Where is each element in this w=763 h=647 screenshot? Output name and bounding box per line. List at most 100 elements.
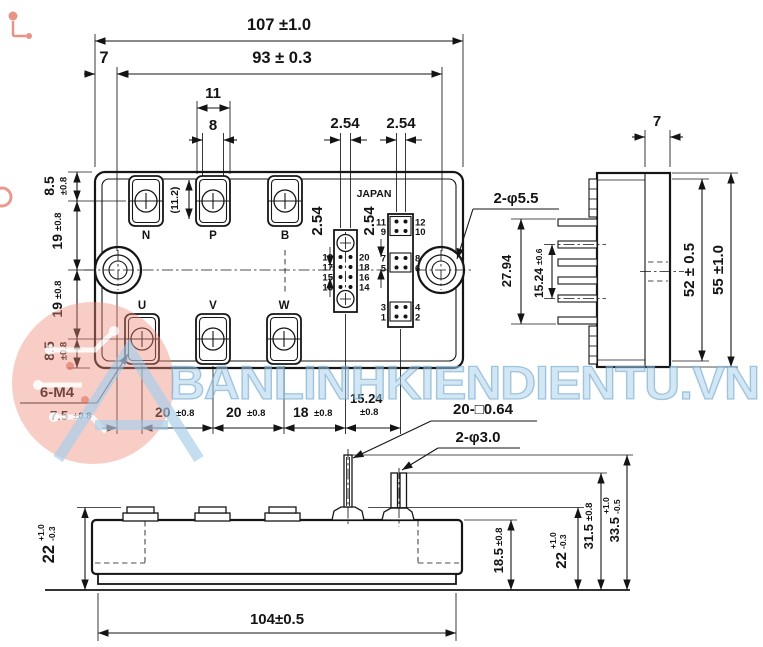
- side-pins: [557, 218, 598, 325]
- pin-label-4: 4: [415, 303, 421, 314]
- dim-case-top-tol: ±0.8: [494, 528, 505, 546]
- dim-row-top-tol: ±0.8: [59, 177, 70, 195]
- dim-guide-span-tol: ±0.6: [534, 248, 544, 265]
- terminal-W: [266, 313, 302, 365]
- dim-body-height: 52 ± 0.5: [681, 243, 698, 297]
- dim-row-lower: 19: [49, 302, 65, 318]
- front-terminal-bump-3: [264, 506, 301, 522]
- dim-pin-h: 31.5: [581, 524, 596, 549]
- pin-label-17: 17: [322, 263, 333, 274]
- pin-label-3: 3: [381, 303, 386, 314]
- pin-label-6: 6: [415, 264, 420, 275]
- dim-terminal-inner: 8: [209, 117, 217, 134]
- pin-label-5: 5: [381, 264, 387, 275]
- dim-v-to-w-tol: ±0.8: [247, 408, 265, 419]
- front-dimensions: 22 +1.0 -0.3 104±0.5 18.5 ±0.8 22 +1.0 -…: [36, 401, 633, 641]
- dim-total-height: 55 ±1.0: [710, 245, 727, 295]
- dim-w-to-c1: 18: [293, 404, 309, 420]
- dim-pitch-top-b: 2.54: [386, 115, 416, 132]
- dim-front-left-tol-p: +1.0: [36, 524, 46, 541]
- terminal-V: [195, 313, 231, 365]
- watermark-corner-glyph-left: [0, 186, 13, 208]
- dim-c1-to-c2: 15.24: [350, 391, 383, 406]
- pin-note: 20-□0.64: [453, 401, 514, 418]
- dim-bump-tol-m: -0.3: [558, 534, 568, 549]
- screw-note: 6-M4: [40, 384, 75, 401]
- pin-label-16: 16: [359, 273, 370, 284]
- watermark-text: BANLINHKIENDIENTU.VN: [169, 356, 759, 409]
- dim-guide-h-tol-m: -0.5: [612, 499, 622, 514]
- terminal-N: [128, 175, 164, 227]
- dim-terminal-depth: (11.2): [169, 187, 181, 214]
- dim-row-upper-tol: ±0.8: [53, 213, 64, 231]
- pin-label-13: 13: [322, 283, 333, 294]
- dim-row-lower-tol: ±0.8: [53, 281, 64, 299]
- dim-bump-h: 22: [553, 552, 570, 569]
- side-terminal-block-top: [588, 178, 598, 218]
- dim-row-upper: 19: [49, 234, 65, 250]
- pin-label-9: 9: [381, 227, 386, 238]
- pin-label-10: 10: [415, 227, 426, 238]
- dim-hole-span: 93 ± 0.3: [252, 49, 312, 67]
- terminal-label-n: N: [142, 230, 150, 242]
- front-guide-pin: [331, 449, 365, 526]
- connector-2: [387, 213, 414, 328]
- dim-guide-span: 15.24: [532, 268, 546, 298]
- front-signal-pins: [381, 468, 415, 527]
- dim-pin-span: 27.94: [499, 254, 514, 287]
- dim-base-length: 104±0.5: [250, 611, 304, 628]
- connector-1: [329, 229, 358, 313]
- dim-u-to-v-tol: ±0.8: [176, 408, 194, 419]
- side-dimensions: 27.94 15.24 ±0.6 7 52 ± 0.5 55 ±1.0: [499, 113, 738, 368]
- pin-label-14: 14: [359, 283, 370, 294]
- side-terminal-block-bottom: [588, 325, 598, 365]
- dim-guide-h: 33.5: [607, 517, 622, 542]
- terminal-label-u: U: [138, 300, 146, 312]
- pin-label-20: 20: [359, 253, 370, 264]
- dim-front-left-h: 22: [40, 545, 58, 563]
- dim-mount-hole: 2-φ5.5: [494, 190, 539, 207]
- dim-front-left-tol-m: -0.3: [47, 526, 57, 541]
- dim-pitch-side-a: 2.54: [309, 206, 326, 236]
- dim-overall-width: 107 ±1.0: [247, 16, 311, 34]
- terminal-label-v: V: [209, 300, 217, 312]
- dim-guide-h-tol-p: +1.0: [601, 497, 611, 514]
- terminal-P: [195, 175, 231, 227]
- watermark: BANLINHKIENDIENTU.VN: [0, 11, 761, 464]
- logo-letter-a: [53, 338, 204, 462]
- dim-bump-tol-p: +1.0: [548, 532, 558, 549]
- terminal-label-b: B: [281, 230, 289, 242]
- side-view: [544, 171, 684, 369]
- plan-view: N P B U V W 1 9 17: [84, 170, 474, 370]
- dim-v-to-w: 20: [226, 404, 242, 420]
- watermark-corner-glyph-top: [8, 11, 32, 39]
- pin-label-2: 2: [415, 313, 420, 324]
- front-view: [45, 449, 630, 591]
- front-terminal-bump-2: [194, 506, 231, 522]
- origin-label: JAPAN: [357, 188, 392, 200]
- pin-label-7: 7: [381, 254, 386, 265]
- pin-label-18: 18: [359, 263, 370, 274]
- pin-label-8: 8: [415, 254, 420, 265]
- terminal-label-p: P: [209, 230, 217, 242]
- pin-label-1: 1: [381, 313, 387, 324]
- dim-case-top-h: 18.5: [491, 548, 506, 573]
- dim-edge-to-hole: 7: [99, 49, 108, 67]
- terminal-label-w: W: [279, 300, 290, 312]
- dim-pin-h-tol: ±0.8: [584, 503, 595, 521]
- dim-row-top: 8.5: [41, 176, 57, 196]
- dim-pitch-top-a: 2.54: [330, 115, 360, 132]
- front-terminal-bump-1: [122, 506, 159, 522]
- pin-label-12: 12: [415, 218, 426, 229]
- dim-c1-to-c2-tol: ±0.8: [360, 407, 378, 418]
- mount-hole-note: 2-φ5.5: [456, 190, 559, 260]
- dim-w-to-c1-tol: ±0.8: [314, 408, 332, 419]
- pin-label-11: 11: [376, 218, 387, 229]
- watermark-logo: [12, 302, 204, 464]
- terminal-B: [267, 175, 303, 227]
- top-dimensions: 107 ±1.0 93 ± 0.3 7 11 8 2.54 2.54 2.54: [84, 16, 464, 297]
- guide-pin-note: 2-φ3.0: [456, 429, 501, 446]
- dim-pitch-side-b: 2.54: [361, 206, 378, 236]
- dim-terminal-outer: 11: [205, 85, 221, 102]
